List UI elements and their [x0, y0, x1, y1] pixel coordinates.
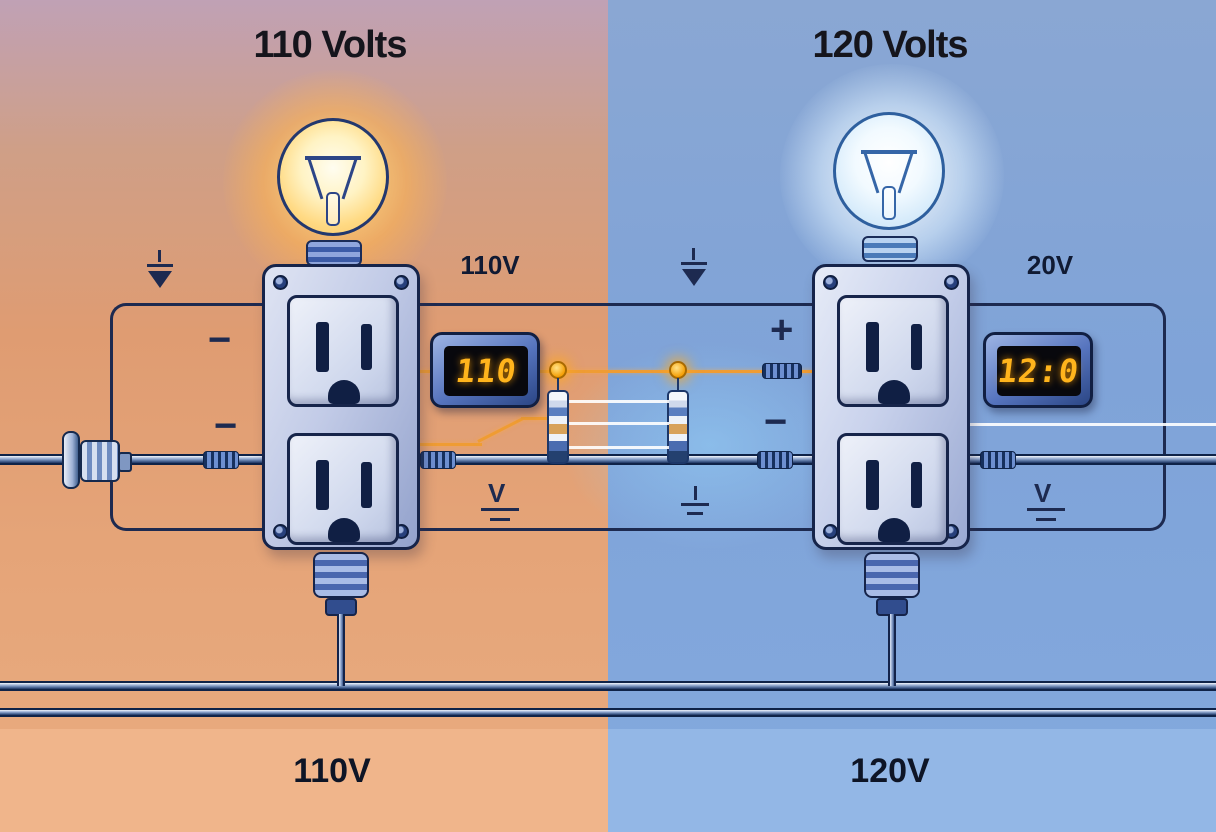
ground-bars-icon: [694, 486, 697, 500]
light-bulb-icon: [833, 112, 945, 230]
wire-connector: [203, 451, 239, 469]
ground-hole: [878, 518, 910, 542]
outlet-base-connector: [313, 552, 369, 598]
right-exit-wire: [970, 423, 1216, 426]
polarity-sign: −: [764, 400, 788, 444]
socket: [837, 295, 949, 407]
socket: [287, 433, 399, 545]
polarity-sign: −: [214, 404, 238, 448]
meter-screen: 110: [444, 346, 528, 396]
socket-slot: [911, 324, 922, 370]
screw-icon: [944, 275, 959, 290]
socket-slot: [866, 460, 879, 510]
meter-label: 110V: [460, 250, 520, 280]
plug-icon: [62, 431, 80, 489]
bottom-wire-2: [0, 708, 1216, 717]
ground-hole: [328, 518, 360, 542]
filament-stem: [882, 186, 896, 220]
ground-arrow-head: [148, 271, 172, 288]
socket: [287, 295, 399, 407]
meter-reading: 12:0: [996, 352, 1082, 390]
socket-slot: [361, 324, 372, 370]
screw-icon: [394, 275, 409, 290]
plug-body: [80, 440, 120, 482]
filament-bar: [861, 150, 917, 154]
hot-wire: [420, 370, 812, 373]
screw-icon: [273, 524, 288, 539]
meter-hot-wire-a: [420, 443, 482, 446]
filament-bar: [305, 156, 361, 160]
neutral-wire: [0, 454, 1216, 465]
ground-arrow-bar: [681, 262, 707, 265]
bottom-voltage-label: 110V: [293, 752, 371, 790]
ground-v-bar: [481, 508, 519, 511]
screw-icon: [823, 275, 838, 290]
meter-reading: 110: [453, 352, 519, 390]
socket-slot: [361, 462, 372, 508]
ground-bars-1: [681, 503, 709, 506]
ground-hole: [328, 380, 360, 404]
bottom-wire-1: [0, 681, 1216, 691]
voltmeter-icon: 12:0: [983, 332, 1093, 408]
socket-slot: [316, 322, 329, 372]
ground-arrow-icon: [692, 248, 695, 260]
junction-node-left: [549, 361, 567, 379]
ground-v-bar: [1027, 508, 1065, 511]
link-wire-3: [569, 446, 669, 449]
filament-stem: [326, 192, 340, 226]
meter-hot-wire-c: [521, 417, 561, 420]
outlet-base-connector: [864, 552, 920, 598]
meter-label: 20V: [1026, 250, 1074, 280]
outlet-cord: [888, 614, 896, 686]
bulb-screw-base: [862, 236, 918, 262]
outlet-cord: [337, 614, 345, 686]
ground-arrow-bar: [147, 264, 173, 267]
link-wire-2: [569, 422, 669, 425]
ground-v-icon: V: [488, 478, 506, 508]
hot-wire-connector: [762, 363, 802, 379]
socket-slot: [911, 462, 922, 508]
ground-arrow-icon: [158, 250, 161, 262]
polarity-sign: +: [770, 308, 794, 352]
wire-connector: [420, 451, 456, 469]
voltmeter-icon: 110: [430, 332, 540, 408]
right-title: 120 Volts: [812, 24, 968, 66]
duplex-outlet-icon: [262, 264, 420, 550]
ground-v-icon: V: [1034, 478, 1052, 508]
screw-icon: [273, 275, 288, 290]
fuse-lead-right: [677, 378, 679, 392]
fuse-lead-left: [557, 378, 559, 392]
wire-connector: [757, 451, 793, 469]
ground-hole: [878, 380, 910, 404]
bottom-voltage-label: 120V: [850, 752, 930, 790]
socket-slot: [316, 460, 329, 510]
light-bulb-icon: [277, 118, 389, 236]
bulb-screw-base: [306, 240, 362, 266]
socket-slot: [866, 322, 879, 372]
left-title: 110 Volts: [253, 24, 408, 66]
ground-arrow-head: [682, 269, 706, 286]
ground-bars-2: [687, 512, 703, 515]
plug-tip: [118, 452, 132, 472]
screw-icon: [823, 524, 838, 539]
meter-screen: 12:0: [996, 346, 1082, 396]
socket: [837, 433, 949, 545]
ground-v-dash: [490, 518, 510, 521]
wire-connector: [980, 451, 1016, 469]
link-wire-1: [569, 400, 669, 403]
fuse-icon: [547, 390, 569, 464]
polarity-sign: −: [208, 318, 232, 362]
fuse-icon: [667, 390, 689, 464]
right-footer-band: [608, 729, 1216, 832]
junction-node-right: [669, 361, 687, 379]
ground-v-dash: [1036, 518, 1056, 521]
duplex-outlet-icon: [812, 264, 970, 550]
left-footer-band: [0, 729, 608, 832]
